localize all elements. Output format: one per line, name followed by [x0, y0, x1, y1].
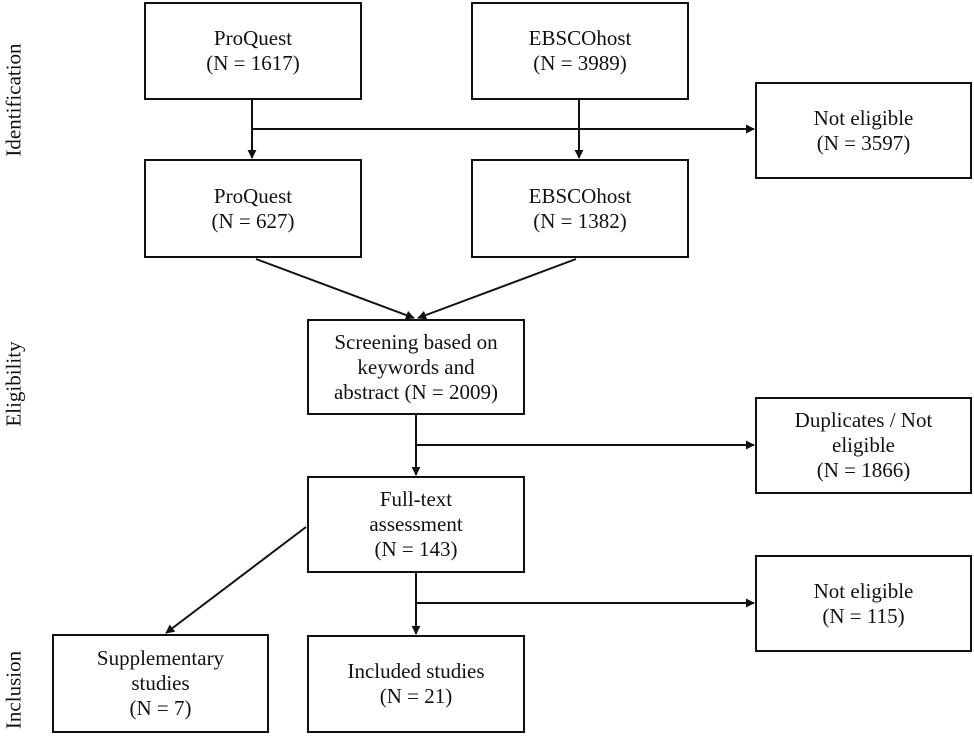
box-text-line: (N = 143) — [374, 537, 458, 561]
box-not-eligible-identification: Not eligible(N = 3597) — [755, 82, 972, 179]
box-text-line: (N = 1617) — [206, 51, 300, 75]
box-text-line: studies — [131, 671, 190, 695]
box-text-line: Duplicates / Not — [794, 408, 933, 432]
box-text-line: (N = 1866) — [816, 458, 911, 482]
box-text-line: (N = 21) — [379, 684, 453, 708]
box-text-line: abstract (N = 2009) — [333, 379, 499, 404]
box-ebsco-eligible: EBSCOhost(N = 1382) — [471, 159, 689, 258]
box-text-line: ProQuest — [213, 183, 293, 208]
arrow-proquest-to-screening — [255, 258, 415, 320]
box-text-line: keywords and — [357, 354, 475, 379]
box-text-line: EBSCOhost — [528, 26, 632, 50]
box-ebsco-search: EBSCOhost(N = 3989) — [471, 2, 689, 100]
box-text-line: Supplementary — [96, 646, 225, 670]
box-proquest-search: ProQuest(N = 1617) — [144, 2, 362, 100]
box-text-line: Full-text — [379, 487, 453, 511]
box-text-line: (N = 115) — [822, 603, 905, 628]
arrow-ebsco-to-screening — [417, 258, 577, 320]
box-text-line: (N = 7) — [129, 696, 192, 720]
arrow-to-supplementary — [165, 526, 307, 634]
box-text-line: ProQuest — [213, 26, 293, 50]
box-included-studies: Included studies(N = 21) — [307, 635, 525, 733]
box-not-eligible-fulltext: Not eligible(N = 115) — [755, 555, 972, 652]
box-text-line: Included studies — [347, 659, 485, 683]
box-text-line: assessment — [369, 512, 463, 536]
box-text-line: Not eligible — [813, 578, 914, 603]
box-proquest-eligible: ProQuest(N = 627) — [144, 159, 362, 258]
box-text-line: Screening based on — [334, 329, 498, 354]
box-text-line: (N = 627) — [211, 208, 295, 233]
box-text-line: (N = 3989) — [533, 51, 627, 75]
box-text-line: Not eligible — [813, 105, 914, 130]
box-text-line: eligible — [832, 433, 895, 457]
box-text-line: (N = 1382) — [533, 208, 627, 233]
box-text-line: (N = 3597) — [816, 130, 911, 155]
box-text-line: EBSCOhost — [528, 183, 632, 208]
